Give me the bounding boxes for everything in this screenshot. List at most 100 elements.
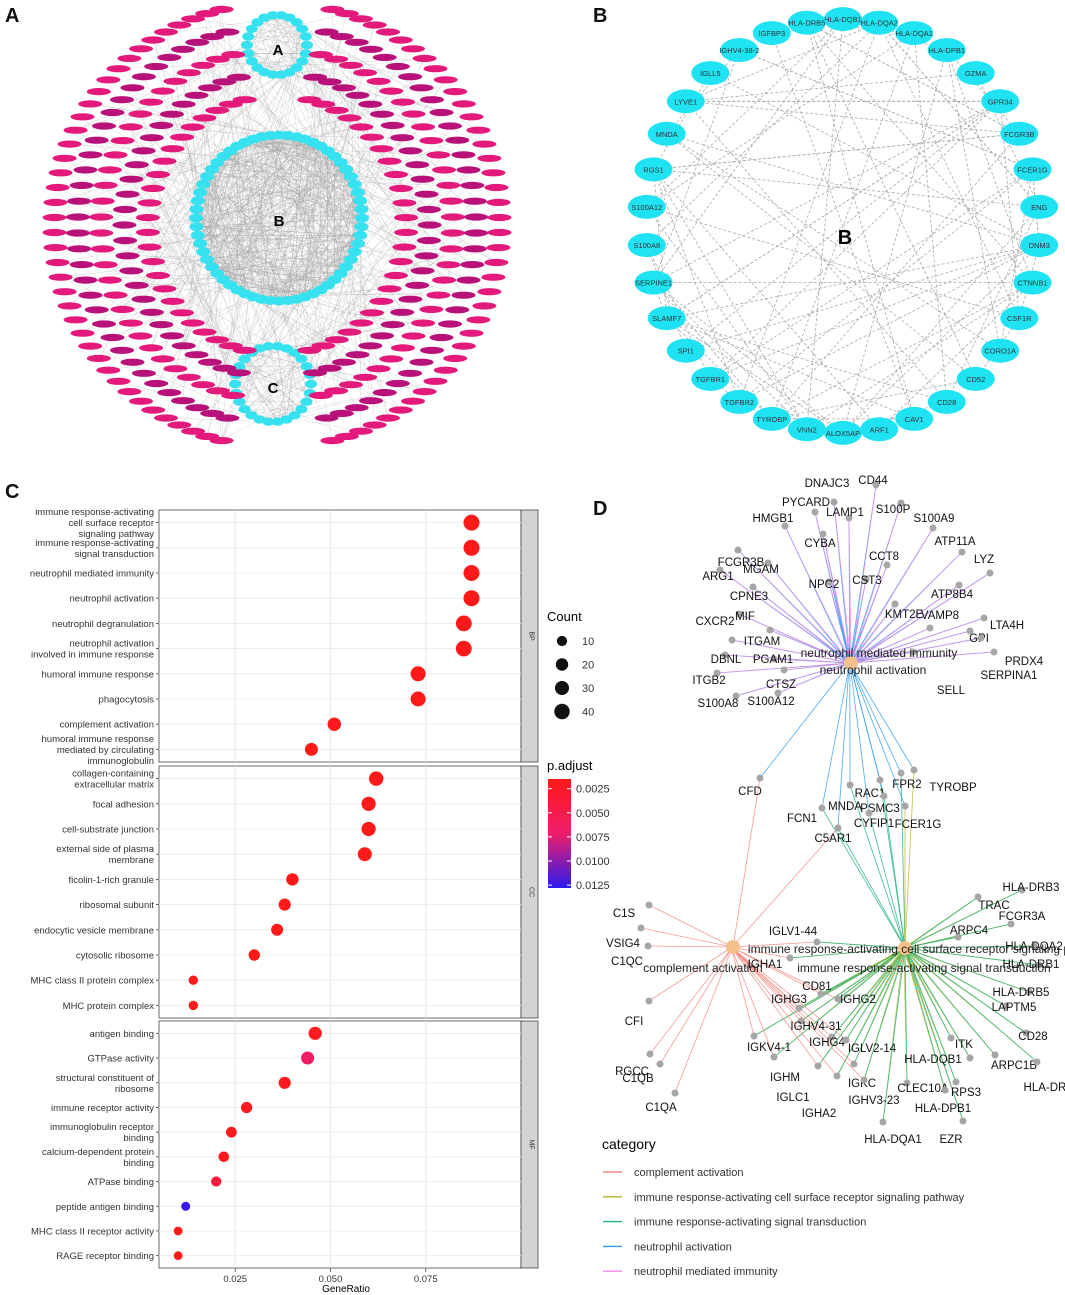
dotplot-point [301,1051,315,1065]
cnet-gene-label: ITGAM [744,636,780,648]
network-a-node-outer [445,306,470,314]
network-b-node: VNN2 [787,417,826,442]
network-b-node-label: HLA-DQB1 [824,15,862,24]
network-a-node-outer [119,267,144,275]
network-a-node-outer [78,291,103,299]
network-b-node-label: FCER1G [1017,165,1048,174]
network-a-node-cluster-b [190,230,205,240]
network-a-node-outer [440,229,465,237]
cnet-gene: CXCR2 [696,616,736,644]
cnet-gene-label: MNDA [828,801,862,813]
network-a-node-cluster-a [296,24,309,33]
cnet-gene: PGAM1 [753,654,793,666]
dotplot-term-label: focal adhesion [93,799,154,810]
network-b-node: IGFBP3 [752,21,791,46]
dotplot-term-label: binding [123,1133,154,1144]
cnet-gene-label: CFI [625,1016,644,1028]
network-a-node-outer [152,285,177,293]
network-a-node-outer [412,388,437,396]
network-a-node-outer [42,213,67,222]
network-a-node-outer [436,181,461,189]
network-a-node-outer [103,151,128,159]
network-a-node-outer [96,76,121,84]
network-a-node-cluster-b [196,179,211,189]
network-a-node-outer [432,166,457,174]
network-a-node-outer [348,15,373,23]
network-b-node: DNM3 [1020,233,1059,258]
dotplot-term-label: cell-substrate junction [62,825,154,836]
network-a-node-outer [466,316,491,324]
cnet-gene-label: IGLV1-44 [769,926,818,938]
network-a-node-outer [487,228,512,237]
network-a-node-outer [411,123,436,131]
cnet-gene-label: ITK [955,1039,973,1051]
dotplot-term-label: humoral immune response [42,669,154,680]
network-b-node-label: RGS1 [643,165,663,174]
network-a-node-outer [144,379,169,388]
dotplot-point [286,873,299,886]
network-a-node-outer [460,181,485,189]
network-a-node-outer [232,346,257,354]
dotplot-term-label: MHC protein complex [63,1001,155,1012]
cnet-legend-item: immune response-activating signal transd… [603,1217,866,1229]
network-a-node-outer [423,377,448,385]
network-a-node-outer [369,145,394,153]
cnet-gene-label: S100P [876,504,911,516]
network-a-node-outer [129,45,153,53]
network-a-node-outer [359,45,383,53]
network-a-node-outer [481,273,506,281]
network-a-node-cluster-b [347,247,362,257]
network-a-node-cluster-b [343,172,358,181]
dotplot-term-label: ficolin-1-rich granule [68,875,154,886]
network-a-node-outer [106,65,131,73]
dotplot-point [308,1026,322,1040]
network-a-node-cluster-c [238,405,251,414]
network-a-node-cluster-b [190,196,205,206]
network-b-node-label: IGHV4-38-2 [719,46,759,55]
network-a-node-outer [329,33,354,41]
network-a-node-outer [106,377,131,385]
network-a-node-outer [416,236,441,245]
network-b-node-label: S100A8 [633,241,660,250]
network-a-node-outer [70,113,95,121]
dotplot-term-label: extracellular matrix [74,780,154,791]
network-a-node-outer [120,84,145,92]
network-a-node-outer [78,151,103,159]
network-a-node-outer [131,369,156,377]
cnet-gene-label: ATP11A [934,536,975,548]
network-a-node-outer [115,252,140,260]
network-a-node-outer [221,51,246,59]
network-a-node-outer [303,369,327,377]
network-a-node-outer [171,100,196,108]
network-a-node-outer [337,328,362,336]
cnet-gene: S100P [876,499,911,516]
network-b-node: CD52 [956,366,995,391]
dotplot-point [181,1201,191,1211]
network-a-node-outer [215,414,240,422]
network-b-node-label: S100A12 [631,203,662,212]
network-a-node-outer [398,147,423,155]
network-a-node-outer [486,198,511,206]
dotplot-point [226,1126,237,1138]
cnet-gene-label: S100A9 [914,513,955,525]
network-a-node-cluster-a [242,32,255,41]
network-a-node-outer [167,21,192,29]
network-b-node: HLA-DQB1 [824,7,862,32]
cnet-gene-label: CCT8 [869,551,899,563]
cnet-gene: IGLV1-44 [769,926,821,946]
cnet-gene-label: ARPC4 [950,925,989,937]
cluster-label-c: C [268,380,279,397]
cnet-gene: IGHG4 [809,1033,845,1049]
network-a-node-outer [171,397,195,405]
cnet-gene-label: C1QA [645,1102,677,1114]
network-a-node-outer [410,175,435,183]
dotplot-x-tick: 0.075 [414,1274,438,1285]
padj-legend-tick: 0.0075 [576,832,610,844]
cnet-gene-label: C1QB [622,1073,654,1085]
cnet-gene-label: HLA-DRB5 [993,987,1050,999]
network-a-node-outer [440,213,465,221]
cnet-gene: RAC1 [855,776,885,800]
network-a-node-outer [388,36,413,44]
network-a-node-outer [43,198,68,206]
